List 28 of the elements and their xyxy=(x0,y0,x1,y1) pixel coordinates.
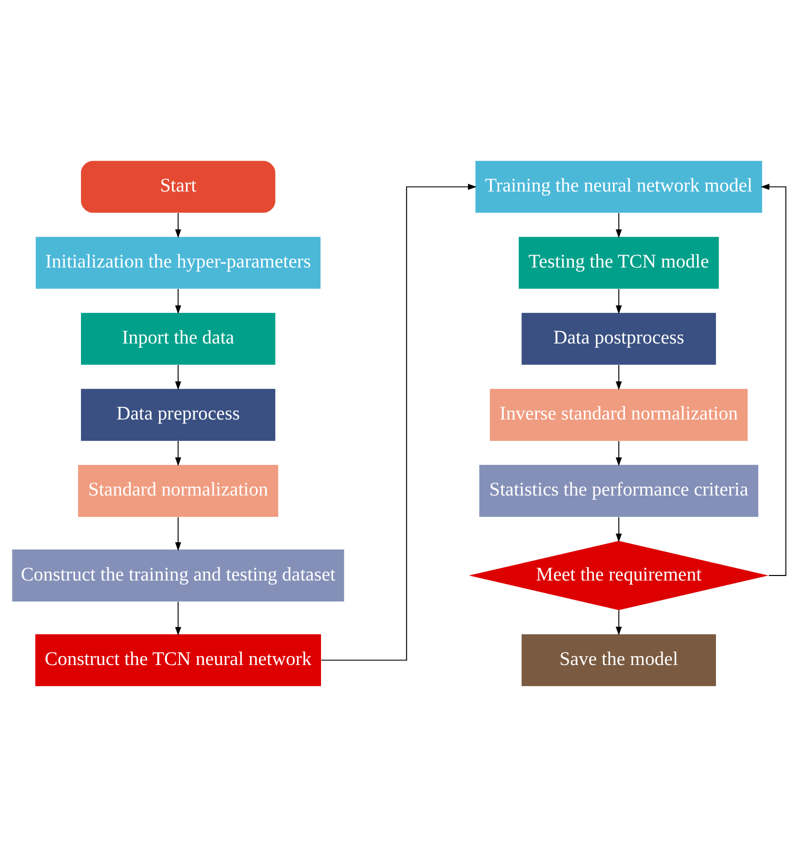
arrow xyxy=(175,440,182,466)
node-box: Inverse standard normalization xyxy=(490,388,748,440)
node-diamond: Meet the requirement xyxy=(468,540,769,610)
node-box: Inport the data xyxy=(80,312,276,364)
node-box: Testing the TCN modle xyxy=(518,236,719,288)
node-box: Construct the TCN neural network xyxy=(35,634,322,686)
arrow xyxy=(175,212,182,238)
node-box: Start xyxy=(80,160,276,212)
node-box: Training the neural network model xyxy=(475,160,762,212)
arrow xyxy=(175,516,182,550)
arrow xyxy=(616,288,622,314)
node-box: Statistics the performance criteria xyxy=(479,464,758,516)
node-box: Standard normalization xyxy=(78,464,278,516)
arrow xyxy=(175,600,182,636)
arrow xyxy=(760,183,786,576)
arrow xyxy=(616,609,622,635)
arrow xyxy=(320,183,477,660)
node-box: Data postprocess xyxy=(522,312,716,364)
node-box: Save the model xyxy=(522,634,716,686)
arrow xyxy=(616,212,622,238)
node-box: Initialization the hyper-parameters xyxy=(36,236,321,288)
arrow xyxy=(616,516,622,542)
arrow xyxy=(175,364,182,390)
arrow xyxy=(175,288,182,314)
node-box: Construct the training and testing dataset xyxy=(12,549,344,601)
node-box: Data preprocess xyxy=(80,388,276,440)
arrow xyxy=(616,364,622,390)
arrow xyxy=(616,440,622,466)
